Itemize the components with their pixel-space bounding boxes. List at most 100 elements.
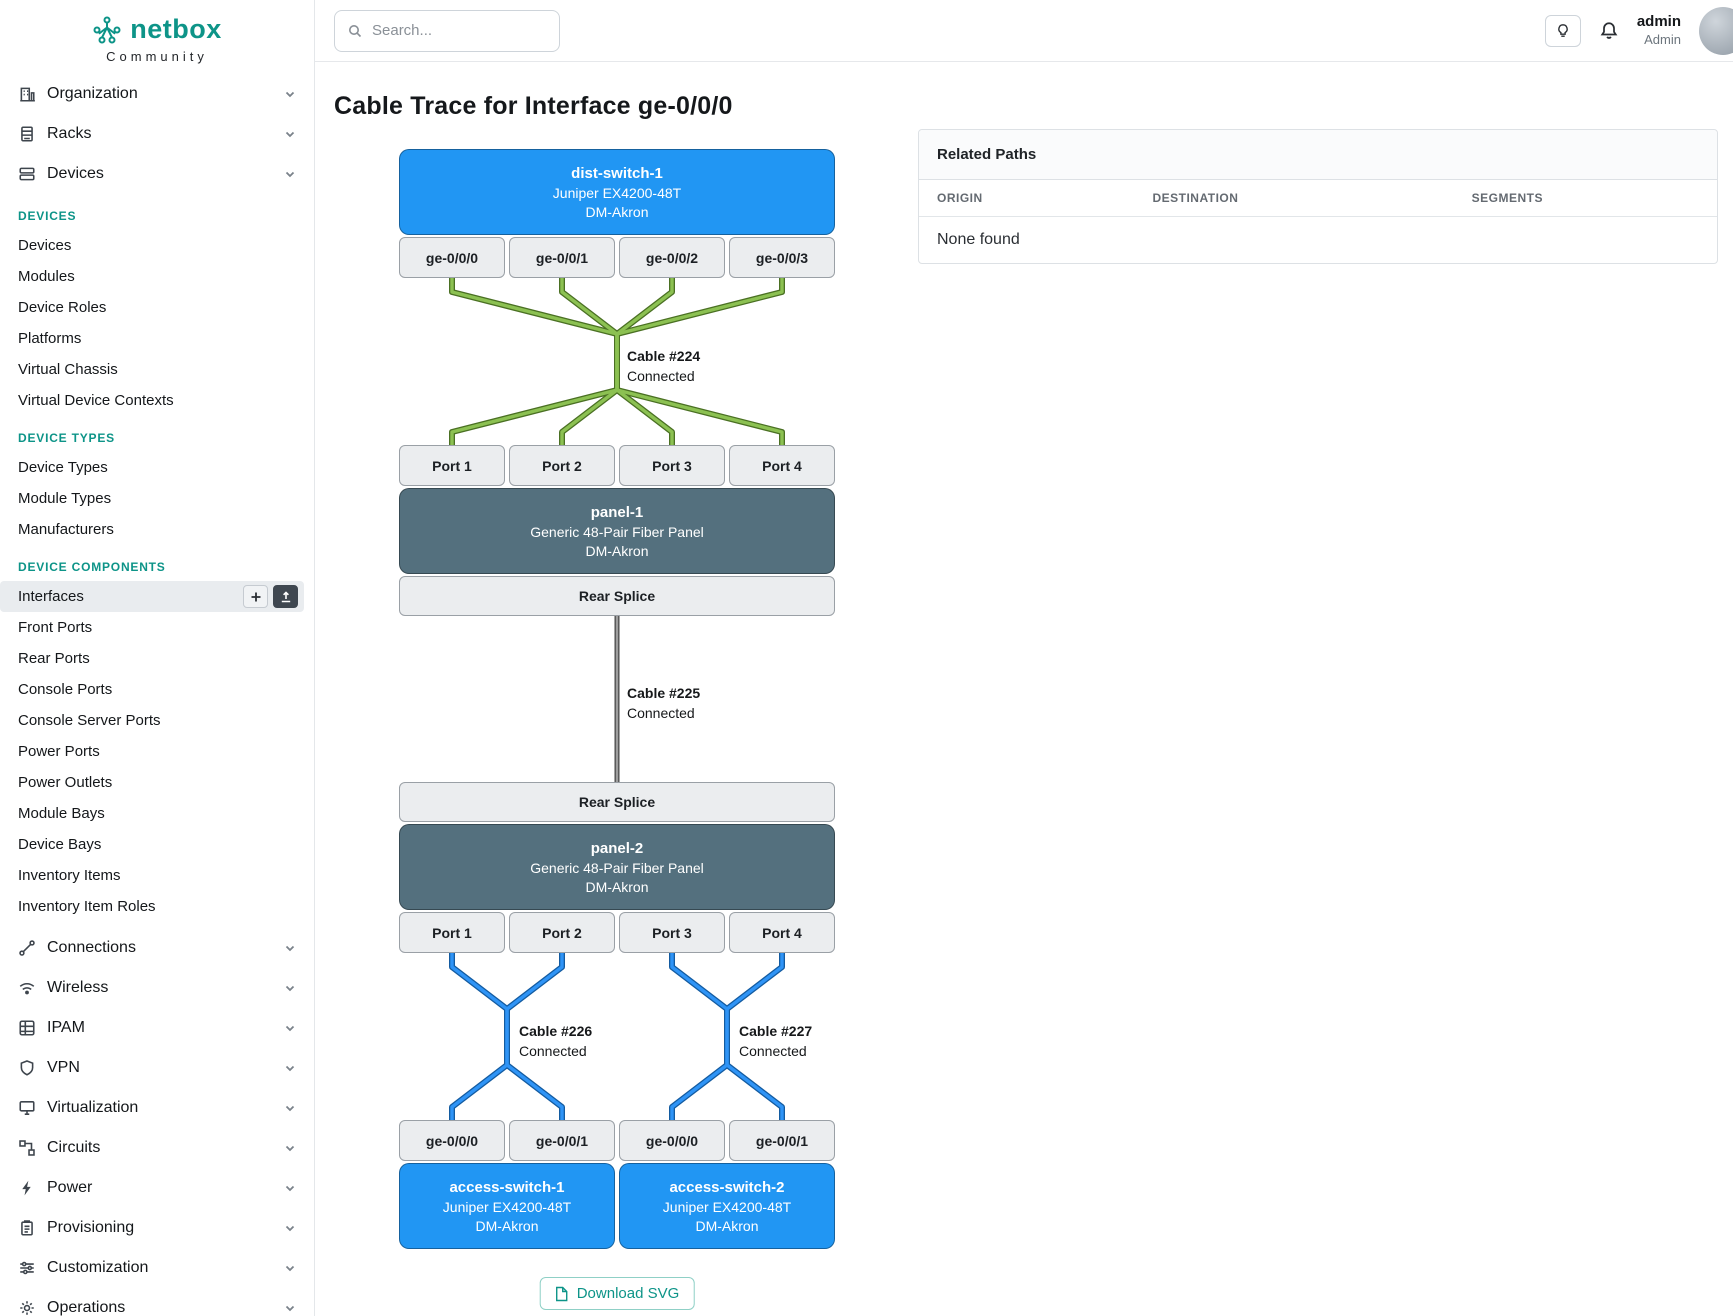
sidebar-item-vpn[interactable]: VPN [0, 1048, 314, 1088]
notifications-button[interactable] [1599, 21, 1619, 41]
chevron-down-icon [284, 1062, 296, 1074]
sidebar-item-wireless[interactable]: Wireless [0, 968, 314, 1008]
sidebar-item-console-server-ports[interactable]: Console Server Ports [18, 712, 161, 729]
user-menu[interactable]: admin Admin [1637, 13, 1681, 48]
port-ge-0-0-2[interactable]: ge-0/0/2 [619, 237, 725, 278]
sidebar-item-platforms[interactable]: Platforms [18, 330, 82, 347]
cable-status: Connected [627, 368, 695, 385]
plus-icon [251, 592, 260, 601]
download-svg-label: Download SVG [576, 1285, 680, 1302]
search-box[interactable] [334, 9, 560, 52]
sidebar-item-provisioning[interactable]: Provisioning [0, 1208, 314, 1248]
device-box-dist-switch-1[interactable]: dist-switch-1 Juniper EX4200-48T DM-Akro… [399, 149, 835, 235]
virtualization-icon [18, 1099, 36, 1117]
theme-toggle-button[interactable] [1544, 14, 1581, 47]
page-title: Cable Trace for Interface ge-0/0/0 [334, 92, 733, 120]
cable-label-227: Cable #227 Connected [739, 1021, 812, 1062]
sidebar-item-label: Provisioning [47, 1219, 135, 1236]
sidebar-item-power-outlets[interactable]: Power Outlets [18, 774, 113, 791]
port-row-dist-switch: ge-0/0/0 ge-0/0/1 ge-0/0/2 ge-0/0/3 [399, 237, 835, 278]
port-row-access-switches: ge-0/0/0 ge-0/0/1 ge-0/0/0 ge-0/0/1 [399, 1120, 835, 1161]
port-row-panel-2: Port 1 Port 2 Port 3 Port 4 [399, 912, 835, 953]
chevron-down-icon [284, 1022, 296, 1034]
sidebar-item-device-roles[interactable]: Device Roles [18, 299, 107, 316]
cable-226-227-lines [449, 953, 785, 1120]
chevron-down-icon [284, 168, 296, 180]
rear-splice-panel-2[interactable]: Rear Splice [399, 782, 835, 822]
sidebar-item-modules[interactable]: Modules [18, 268, 75, 285]
port-ge-0-0-0-as2[interactable]: ge-0/0/0 [619, 1120, 725, 1161]
import-interfaces-button[interactable] [273, 585, 298, 608]
sidebar-item-inventory-item-roles[interactable]: Inventory Item Roles [18, 898, 156, 915]
chevron-down-icon [284, 1222, 296, 1234]
table-row-empty: None found [919, 217, 1717, 264]
sidebar-item-virtualization[interactable]: Virtualization [0, 1088, 314, 1128]
sidebar-item-connections[interactable]: Connections [0, 928, 314, 968]
sidebar-item-module-types[interactable]: Module Types [18, 490, 112, 507]
device-box-panel-2[interactable]: panel-2 Generic 48-Pair Fiber Panel DM-A… [399, 824, 835, 910]
device-site: DM-Akron [585, 878, 649, 895]
brand[interactable]: netbox Community [0, 14, 314, 64]
sidebar-item-ipam[interactable]: IPAM [0, 1008, 314, 1048]
sidebar-item-racks[interactable]: Racks [0, 114, 314, 154]
column-header-segments: SEGMENTS [1453, 180, 1717, 217]
port-3[interactable]: Port 3 [619, 912, 725, 953]
sidebar-item-front-ports[interactable]: Front Ports [18, 619, 93, 636]
sidebar-item-power-ports[interactable]: Power Ports [18, 743, 100, 760]
device-site: DM-Akron [475, 1217, 539, 1234]
device-box-panel-1[interactable]: panel-1 Generic 48-Pair Fiber Panel DM-A… [399, 488, 835, 574]
sidebar-item-device-bays[interactable]: Device Bays [18, 836, 102, 853]
sidebar-item-devices-list[interactable]: Devices [18, 237, 72, 254]
avatar[interactable] [1699, 6, 1733, 55]
sidebar-item-circuits[interactable]: Circuits [0, 1128, 314, 1168]
device-box-access-switch-2[interactable]: access-switch-2 Juniper EX4200-48T DM-Ak… [619, 1163, 835, 1249]
sidebar-item-console-ports[interactable]: Console Ports [18, 681, 113, 698]
sidebar-item-inventory-items[interactable]: Inventory Items [18, 867, 121, 884]
sidebar-item-customization[interactable]: Customization [0, 1248, 314, 1288]
column-header-origin: ORIGIN [919, 180, 1135, 217]
port-2[interactable]: Port 2 [509, 445, 615, 486]
port-3[interactable]: Port 3 [619, 445, 725, 486]
customization-icon [18, 1259, 36, 1277]
port-4[interactable]: Port 4 [729, 445, 835, 486]
port-ge-0-0-0-as1[interactable]: ge-0/0/0 [399, 1120, 505, 1161]
device-box-access-switch-1[interactable]: access-switch-1 Juniper EX4200-48T DM-Ak… [399, 1163, 615, 1249]
sidebar-item-rear-ports[interactable]: Rear Ports [18, 650, 90, 667]
sidebar-item-virtual-chassis[interactable]: Virtual Chassis [18, 361, 118, 378]
sidebar-item-device-types[interactable]: Device Types [18, 459, 108, 476]
port-4[interactable]: Port 4 [729, 912, 835, 953]
bell-icon [1600, 21, 1618, 39]
add-interface-button[interactable] [243, 585, 268, 608]
sidebar-item-manufacturers[interactable]: Manufacturers [18, 521, 114, 538]
column-header-destination: DESTINATION [1134, 180, 1454, 217]
cable-label-224: Cable #224 Connected [627, 346, 700, 387]
cable-id: Cable #224 [627, 348, 701, 364]
topbar: admin Admin [315, 0, 1733, 62]
port-ge-0-0-0[interactable]: ge-0/0/0 [399, 237, 505, 278]
search-input[interactable] [372, 22, 547, 39]
port-1[interactable]: Port 1 [399, 912, 505, 953]
device-model: Generic 48-Pair Fiber Panel [530, 523, 704, 540]
sidebar-item-devices[interactable]: Devices [0, 154, 314, 194]
sidebar-item-organization[interactable]: Organization [0, 74, 314, 114]
sidebar-item-interfaces[interactable]: Interfaces [0, 581, 304, 612]
sidebar-item-operations[interactable]: Operations [0, 1288, 314, 1316]
sidebar-item-module-bays[interactable]: Module Bays [18, 805, 105, 822]
cable-224-lines [449, 278, 785, 445]
sidebar-item-power[interactable]: Power [0, 1168, 314, 1208]
cable-label-226: Cable #226 Connected [519, 1021, 592, 1062]
cable-trace-diagram: dist-switch-1 Juniper EX4200-48T DM-Akro… [399, 149, 835, 1316]
port-ge-0-0-1-as1[interactable]: ge-0/0/1 [509, 1120, 615, 1161]
empty-state-text: None found [937, 231, 1020, 248]
port-1[interactable]: Port 1 [399, 445, 505, 486]
port-ge-0-0-1[interactable]: ge-0/0/1 [509, 237, 615, 278]
sidebar-item-label: VPN [47, 1059, 80, 1076]
port-ge-0-0-1-as2[interactable]: ge-0/0/1 [729, 1120, 835, 1161]
port-2[interactable]: Port 2 [509, 912, 615, 953]
connections-icon [18, 939, 36, 957]
port-ge-0-0-3[interactable]: ge-0/0/3 [729, 237, 835, 278]
rear-splice-panel-1[interactable]: Rear Splice [399, 576, 835, 616]
lightbulb-icon [1557, 23, 1568, 37]
download-svg-button[interactable]: Download SVG [539, 1277, 695, 1310]
sidebar-item-virtual-device-contexts[interactable]: Virtual Device Contexts [18, 392, 174, 409]
